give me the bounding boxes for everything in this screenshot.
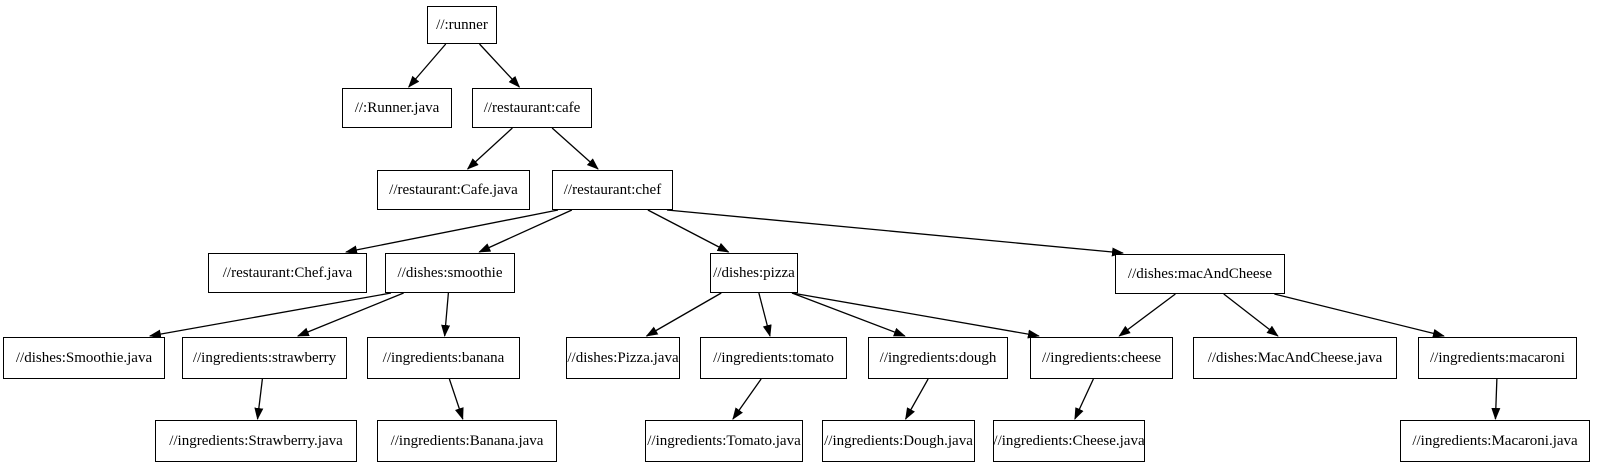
graph-node-tomato: //ingredients:tomato — [700, 337, 847, 379]
graph-node-mac-and-cheese-java: //dishes:MacAndCheese.java — [1193, 337, 1397, 379]
graph-node-label: //:runner — [436, 16, 488, 33]
graph-node-label: //ingredients:Strawberry.java — [169, 432, 343, 449]
graph-node-cafe-java: //restaurant:Cafe.java — [377, 170, 530, 210]
graph-node-label: //ingredients:macaroni — [1430, 349, 1565, 366]
edge-smoothie-to-banana — [441, 292, 451, 337]
edge-runner-to-runner-java — [408, 43, 447, 88]
graph-node-label: //dishes:Smoothie.java — [15, 349, 153, 366]
graph-node-chef: //restaurant:chef — [552, 170, 673, 210]
edge-cafe-to-chef — [551, 127, 599, 170]
edge-pizza-to-pizza-java — [645, 292, 722, 337]
graph-node-tomato-java: //ingredients:Tomato.java — [645, 420, 803, 462]
graph-node-banana-java: //ingredients:Banana.java — [377, 420, 557, 462]
graph-node-label: //restaurant:chef — [563, 181, 662, 198]
graph-node-label: //ingredients:Macaroni.java — [1412, 432, 1578, 449]
edge-chef-to-chef-java — [345, 209, 559, 255]
graph-node-chef-java: //restaurant:Chef.java — [208, 253, 367, 293]
graph-node-banana: //ingredients:banana — [367, 337, 520, 379]
graph-node-label: //ingredients:Dough.java — [824, 432, 973, 449]
graph-node-pizza-java: //dishes:Pizza.java — [566, 337, 680, 379]
edge-chef-to-pizza — [647, 209, 730, 253]
edge-cheese-to-cheese-java — [1074, 378, 1094, 420]
graph-node-runner: //:runner — [427, 6, 497, 44]
edge-pizza-to-cheese — [791, 292, 1040, 339]
edge-chef-to-smoothie — [478, 209, 573, 253]
edge-smoothie-to-strawberry — [296, 292, 404, 337]
graph-node-label: //ingredients:banana — [382, 349, 505, 366]
graph-node-smoothie-java: //dishes:Smoothie.java — [3, 337, 165, 379]
edge-pizza-to-tomato — [758, 292, 772, 337]
graph-node-label: //ingredients:Banana.java — [390, 432, 544, 449]
edge-macaroni-to-macaroni-java — [1491, 378, 1501, 420]
graph-node-macaroni: //ingredients:macaroni — [1418, 337, 1577, 379]
graph-node-label: //dishes:MacAndCheese.java — [1207, 349, 1383, 366]
edge-mac-and-cheese-to-mac-and-cheese-java — [1223, 293, 1279, 337]
graph-node-strawberry-java: //ingredients:Strawberry.java — [155, 420, 357, 462]
edge-dough-to-dough-java — [905, 378, 929, 420]
graph-node-label: //restaurant:cafe — [483, 99, 581, 116]
graph-node-mac-and-cheese: //dishes:macAndCheese — [1115, 254, 1285, 294]
graph-node-smoothie: //dishes:smoothie — [385, 253, 515, 293]
graph-node-label: //restaurant:Chef.java — [222, 264, 353, 281]
graph-node-cheese: //ingredients:cheese — [1030, 337, 1173, 379]
edge-chef-to-mac-and-cheese — [666, 209, 1124, 257]
graph-node-label: //dishes:Pizza.java — [567, 349, 679, 366]
graph-node-dough: //ingredients:dough — [868, 337, 1008, 379]
graph-node-label: //ingredients:cheese — [1041, 349, 1162, 366]
graph-node-dough-java: //ingredients:Dough.java — [822, 420, 975, 462]
edge-strawberry-to-strawberry-java — [254, 378, 264, 420]
edge-runner-to-cafe — [479, 43, 521, 88]
edge-mac-and-cheese-to-macaroni — [1274, 293, 1445, 338]
graph-node-strawberry: //ingredients:strawberry — [182, 337, 347, 379]
graph-node-label: //dishes:pizza — [713, 264, 795, 281]
graph-node-label: //restaurant:Cafe.java — [389, 181, 518, 198]
graph-node-label: //ingredients:tomato — [713, 349, 834, 366]
graph-node-macaroni-java: //ingredients:Macaroni.java — [1400, 420, 1590, 462]
graph-node-cafe: //restaurant:cafe — [472, 88, 592, 128]
edge-banana-to-banana-java — [448, 378, 464, 420]
graph-node-cheese-java: //ingredients:Cheese.java — [993, 420, 1145, 462]
edge-cafe-to-cafe-java — [466, 127, 513, 170]
edge-pizza-to-dough — [791, 292, 906, 337]
edge-tomato-to-tomato-java — [732, 378, 762, 420]
graph-node-label: //:Runner.java — [354, 99, 440, 116]
graph-node-label: //ingredients:Tomato.java — [647, 432, 801, 449]
graph-node-label: //dishes:macAndCheese — [1127, 265, 1273, 282]
edge-mac-and-cheese-to-cheese — [1118, 293, 1176, 337]
graph-node-pizza: //dishes:pizza — [710, 253, 798, 293]
graph-node-label: //ingredients:Cheese.java — [993, 432, 1145, 449]
graph-node-label: //dishes:smoothie — [397, 264, 503, 281]
edge-smoothie-to-smoothie-java — [148, 292, 392, 339]
graph-node-label: //ingredients:strawberry — [192, 349, 337, 366]
graph-node-label: //ingredients:dough — [879, 349, 997, 366]
graph-node-runner-java: //:Runner.java — [342, 88, 452, 128]
